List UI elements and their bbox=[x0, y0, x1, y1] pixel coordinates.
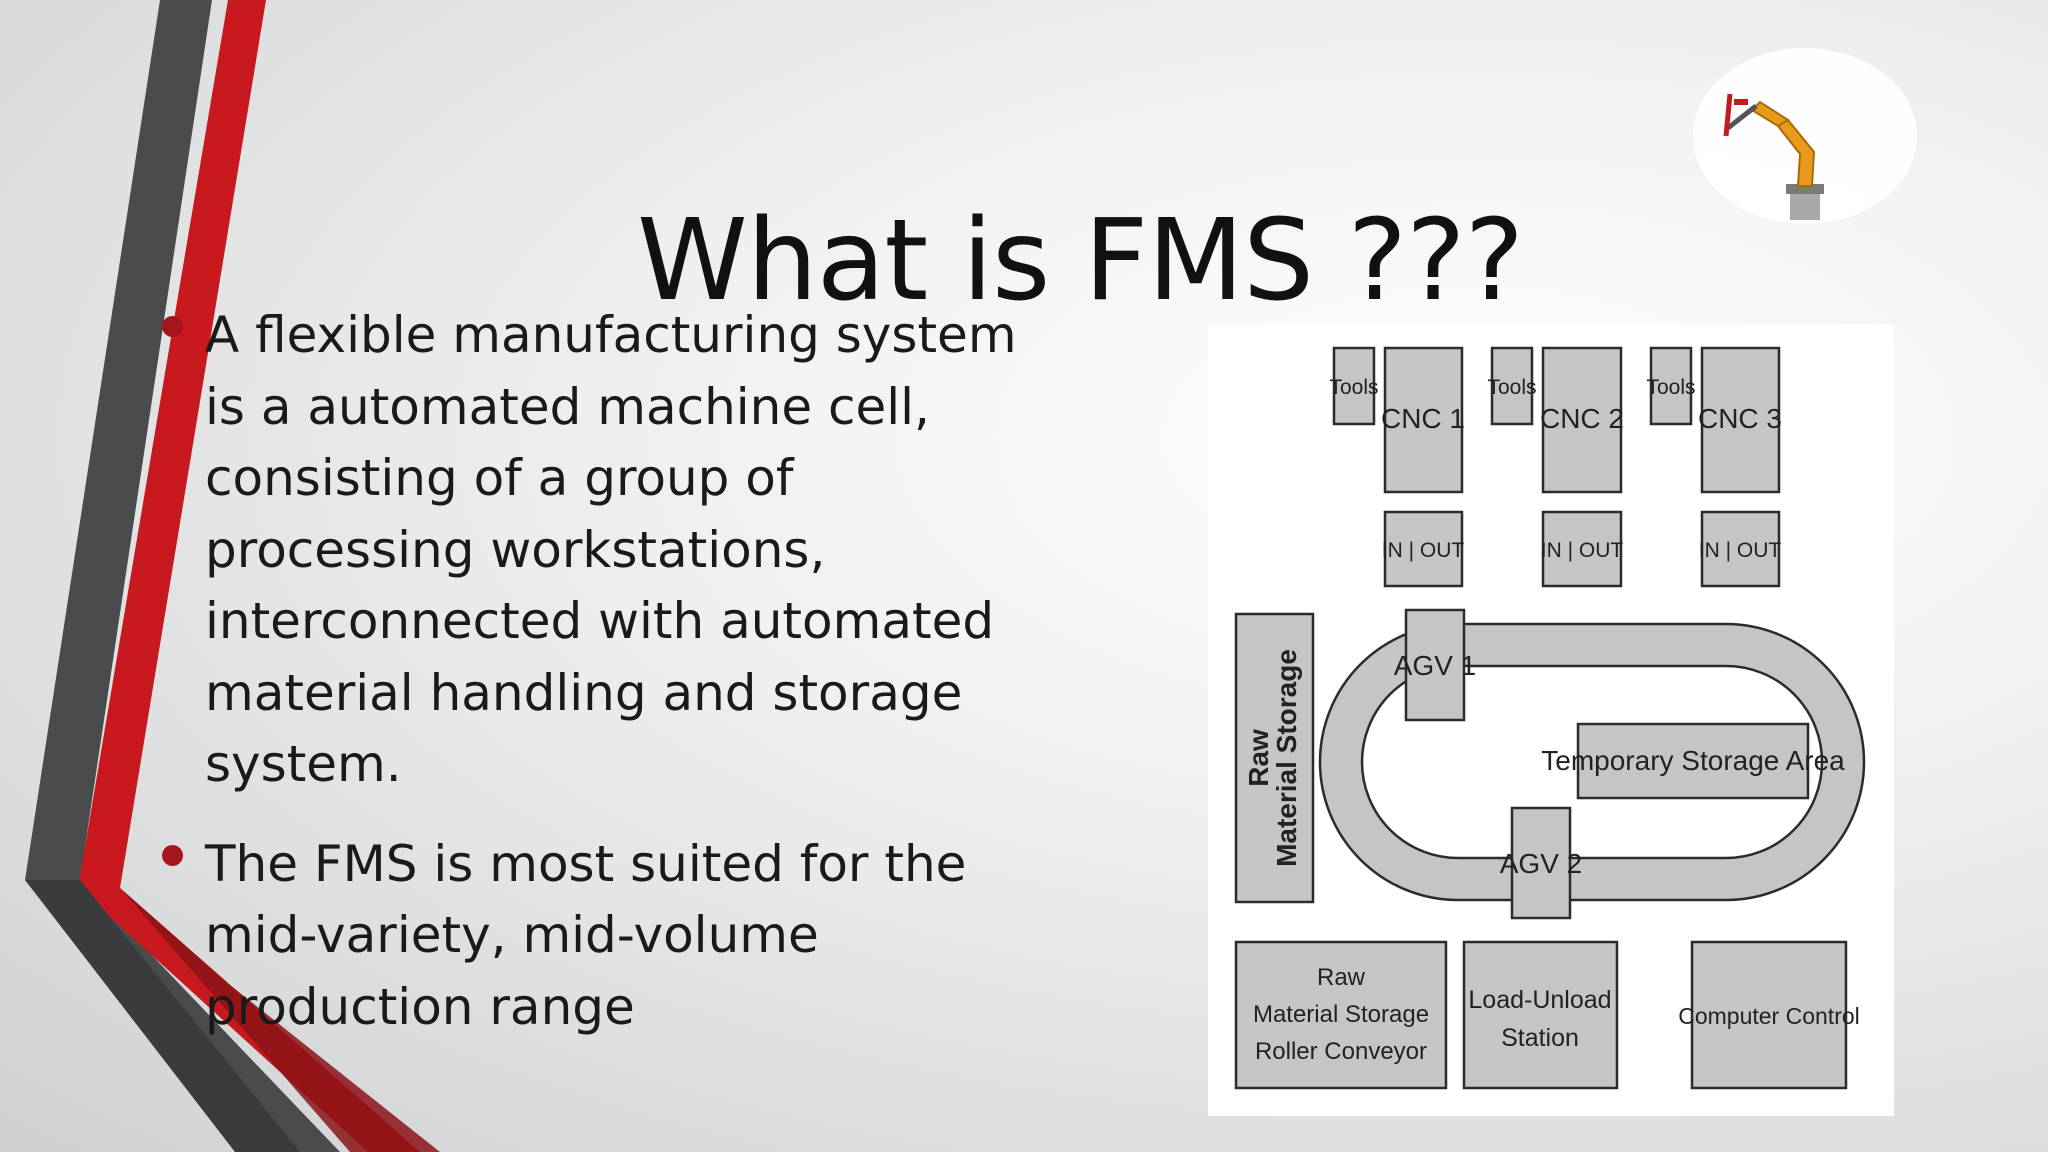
tools-label: Tools bbox=[1329, 376, 1378, 399]
raw-label: Raw bbox=[1243, 729, 1274, 787]
in-out-label: IN | OUT bbox=[1541, 539, 1624, 562]
red-stripe bbox=[78, 0, 420, 1152]
agv-2: AGV 2 bbox=[1500, 806, 1582, 920]
agv-2-label: AGV 2 bbox=[1500, 848, 1582, 879]
computer-control-label: Computer Control bbox=[1678, 1003, 1860, 1029]
bullet-list: A flexible manufacturing system is a aut… bbox=[150, 300, 1030, 1071]
agv-1-label: AGV 1 bbox=[1394, 650, 1476, 681]
gray-stripe bbox=[25, 0, 340, 1152]
agv-1: AGV 1 bbox=[1394, 608, 1476, 722]
temporary-storage-area: Temporary Storage Area bbox=[1541, 722, 1845, 800]
tools-label: Tools bbox=[1646, 376, 1695, 399]
computer-control: Computer Control bbox=[1678, 940, 1860, 1090]
cnc-label: CNC 2 bbox=[1540, 403, 1624, 434]
dark-gray-wedge bbox=[25, 880, 300, 1152]
load-unload-line-2: Station bbox=[1501, 1024, 1579, 1052]
in-out-label: IN | OUT bbox=[1699, 539, 1782, 562]
raw-material-conveyor: Raw Material Storage Roller Conveyor bbox=[1234, 940, 1448, 1090]
bullet-item: The FMS is most suited for the mid-varie… bbox=[150, 829, 1030, 1044]
machine-cnc-2: Tools CNC 2 IN | OUT bbox=[1487, 346, 1624, 588]
tools-label: Tools bbox=[1487, 376, 1536, 399]
temporary-storage-label: Temporary Storage Area bbox=[1541, 745, 1845, 776]
raw-material-storage: Raw Material Storage bbox=[1234, 612, 1315, 904]
industrial-robot-arm-icon bbox=[1693, 48, 1917, 224]
conveyor-line-2: Material Storage bbox=[1253, 1001, 1429, 1028]
fms-layout-diagram: Tools CNC 1 IN | OUT Tools CNC 2 IN | OU… bbox=[1208, 324, 1894, 1116]
machine-cnc-3: Tools CNC 3 IN | OUT bbox=[1646, 346, 1782, 588]
in-out-label: IN | OUT bbox=[1382, 539, 1465, 562]
bullet-item: A flexible manufacturing system is a aut… bbox=[150, 300, 1030, 801]
cnc-label: CNC 3 bbox=[1698, 403, 1782, 434]
load-unload-line-1: Load-Unload bbox=[1468, 986, 1611, 1014]
conveyor-line-1: Raw bbox=[1317, 964, 1366, 991]
conveyor-line-3: Roller Conveyor bbox=[1255, 1038, 1427, 1065]
load-unload-station: Load-Unload Station bbox=[1462, 940, 1619, 1090]
cnc-label: CNC 1 bbox=[1381, 403, 1465, 434]
slide-title: What is FMS ??? bbox=[636, 196, 1524, 326]
machine-cnc-1: Tools CNC 1 IN | OUT bbox=[1329, 346, 1465, 588]
material-storage-label: Material Storage bbox=[1271, 649, 1302, 867]
